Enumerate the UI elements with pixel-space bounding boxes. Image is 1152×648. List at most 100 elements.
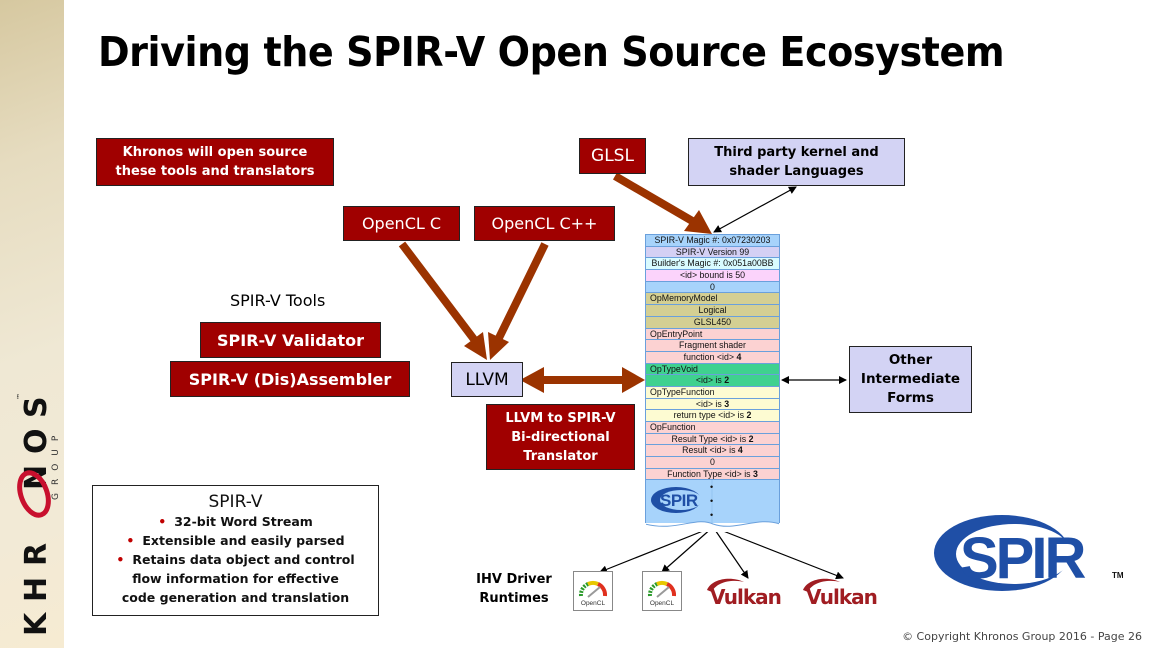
khronos-swoosh-icon <box>17 470 51 518</box>
row-id-value: 4 <box>736 351 742 362</box>
copyright-footer: © Copyright Khronos Group 2016 - Page 26 <box>902 630 1142 643</box>
row-text: 0 <box>710 281 715 292</box>
row-id-value: 2 <box>746 410 752 421</box>
arrow-to-runtime-4 <box>712 526 844 580</box>
spirv-stack-row: Result <id> is 4 <box>646 444 779 457</box>
spirv-stack-row: <id> is 2 <box>646 374 779 386</box>
row-text: SPIR-V Magic #: 0x07230203 <box>654 235 771 245</box>
opencl-gauge-icon <box>578 580 608 598</box>
bullet-text: Extensible and easily parsed <box>142 533 345 548</box>
row-text: OpEntryPoint <box>650 328 703 339</box>
translator-line-3: Translator <box>523 448 598 464</box>
row-id-value: 4 <box>737 445 743 456</box>
bullet-text: code generation and translation <box>121 590 350 605</box>
arrow-openclcpp-to-llvm <box>493 242 549 344</box>
arrow-to-runtime-3 <box>712 526 749 579</box>
third-party-line-2: shader Languages <box>729 164 864 179</box>
ihv-line-2: Runtimes <box>479 591 549 606</box>
logo-letter-o: O <box>19 428 54 454</box>
opencl-label: OpenCL <box>649 600 675 607</box>
slide-title: Driving the SPIR-V Open Source Ecosystem <box>98 28 1005 76</box>
vulkan-runtime-1: Vulkan <box>707 578 782 608</box>
row-text: Logical <box>698 305 727 316</box>
spirv-stack-row: Builder's Magic #: 0x051a00BB <box>646 257 779 270</box>
logo-letter-s: S <box>19 396 54 418</box>
arrowhead-llvm-left <box>520 367 544 393</box>
bullet-text: flow information for effective <box>132 571 339 586</box>
arrow-to-runtime-1 <box>599 526 714 574</box>
spirv-stack-row: Function Type <id> is 3 <box>646 467 779 480</box>
spirv-stack-row: OpEntryPoint <box>646 327 779 340</box>
row-text: OpTypeVoid <box>650 363 698 374</box>
third-party-languages-box: Third party kernel and shader Languages <box>688 138 905 186</box>
opencl-label: OpenCL <box>580 600 606 607</box>
logo-subtitle: GROUP <box>51 428 60 500</box>
spirv-info-box: SPIR-V •32-bit Word Stream •Extensible a… <box>92 485 379 616</box>
vulkan-runtime-2: Vulkan <box>803 578 878 608</box>
llvm-box: LLVM <box>451 362 523 397</box>
note-line-2: these tools and translators <box>115 164 315 179</box>
arrow-thirdparty-to-spirv <box>713 186 797 233</box>
logo-letter-h: H <box>19 577 54 602</box>
khronos-group-logo: K H R N O S GROUP ™ <box>16 393 60 636</box>
translator-line-1: LLVM to SPIR-V <box>505 410 616 426</box>
open-source-note: Khronos will open source these tools and… <box>96 138 334 186</box>
bullet-icon: • <box>126 533 135 548</box>
bullet-text: Retains data object and control <box>132 552 355 567</box>
spirv-stack-row: OpTypeVoid <box>646 362 779 375</box>
row-text: <id> bound is 50 <box>679 270 746 281</box>
spirv-stack-row: 0 <box>646 280 779 293</box>
other-intermediate-forms-box: Other Intermediate Forms <box>849 346 972 413</box>
sidebar-band: K H R N O S GROUP ™ <box>0 0 64 648</box>
note-line-1: Khronos will open source <box>122 145 308 160</box>
ellipsis-dot-3: • <box>710 510 713 520</box>
other-forms-line-3: Forms <box>887 390 934 406</box>
spirv-stack-row: Fragment shader <box>646 339 779 351</box>
arrowhead-openclc <box>464 332 487 360</box>
row-text: return type <id> is <box>673 410 747 421</box>
row-text: SPIR-V Version 99 <box>675 246 750 257</box>
arrow-glsl-to-spirv <box>612 172 697 226</box>
arrowhead-openclcpp <box>488 332 509 360</box>
row-text: <id> is <box>695 375 725 386</box>
ellipsis-dot-1: • <box>710 482 713 492</box>
translator-box: LLVM to SPIR-V Bi-directional Translator <box>486 404 635 470</box>
row-text: Function Type <id> is <box>667 468 753 479</box>
vulkan-logo-text: Vulkan <box>710 585 781 608</box>
validator-box: SPIR-V Validator <box>200 322 381 358</box>
third-party-line-1: Third party kernel and <box>714 145 879 160</box>
spirv-stack-row: OpTypeFunction <box>646 385 779 398</box>
row-text: OpTypeFunction <box>650 386 715 397</box>
disassembler-box: SPIR-V (Dis)Assembler <box>170 361 410 397</box>
row-text: <id> is <box>695 398 725 409</box>
vulkan-swoosh-icon <box>707 578 744 592</box>
opencl-c-box: OpenCL C <box>343 206 460 241</box>
row-id-value: 2 <box>748 433 754 444</box>
spirv-stack-row: OpFunction <box>646 421 779 433</box>
row-text: Result Type <id> is <box>671 433 749 444</box>
info-bullet-3-cont-2: code generation and translation <box>93 588 378 607</box>
spirv-stack-row: SPIR-V Version 99 <box>646 245 779 258</box>
ellipsis-dot-2: • <box>710 496 713 506</box>
other-forms-line-2: Intermediate <box>860 371 961 387</box>
spir-logo: SPIR TM <box>934 515 1124 591</box>
spirv-stack-row: Result Type <id> is 2 <box>646 432 779 445</box>
info-bullet-list: •32-bit Word Stream •Extensible and easi… <box>93 512 378 607</box>
spirv-stack-row: function <id> 4 <box>646 350 779 363</box>
vulkan-logo-text: Vulkan <box>806 585 877 608</box>
arrow-to-runtime-2 <box>661 526 714 573</box>
opencl-runtime-2: OpenCL <box>642 571 682 611</box>
row-text: OpFunction <box>650 422 696 432</box>
row-text: Fragment shader <box>679 340 746 351</box>
spir-logo-text: SPIR <box>960 526 1085 591</box>
tools-heading: SPIR-V Tools <box>230 291 326 310</box>
spirv-stack-row: <id> bound is 50 <box>646 269 779 281</box>
glsl-box: GLSL <box>579 138 646 174</box>
mini-spir-logo-text: SPIR <box>660 491 698 510</box>
spirv-stack-row: Logical <box>646 304 779 316</box>
other-forms-line-1: Other <box>888 352 933 368</box>
info-box-heading: SPIR-V <box>208 492 263 512</box>
info-bullet-2: • Extensible and easily parsed <box>93 531 378 550</box>
ihv-runtimes-label: IHV Driver Runtimes <box>474 570 554 608</box>
